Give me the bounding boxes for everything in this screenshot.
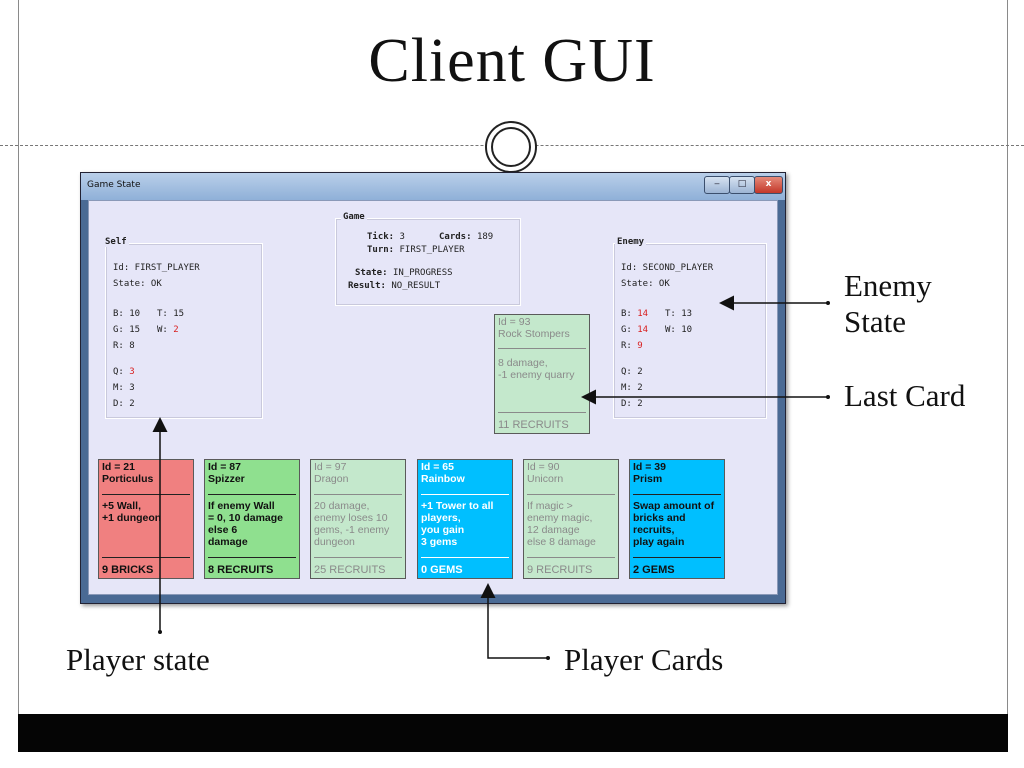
card-description: If enemy Wall = 0, 10 damage else 6 dama… xyxy=(208,500,284,548)
game-cards: Cards: 189 xyxy=(439,232,494,242)
enemy-recruits: R: 9 xyxy=(621,341,643,351)
card-cost: 8 RECRUITS xyxy=(208,564,274,576)
card-id: Id = 90 xyxy=(527,461,560,473)
game-tick: Tick: 3 xyxy=(367,232,405,242)
enemy-groupbox xyxy=(613,243,767,419)
card-description: 20 damage, enemy loses 10 gems, -1 enemy… xyxy=(314,500,390,548)
card-separator xyxy=(527,494,615,495)
card-id: Id = 87 xyxy=(208,461,241,473)
annotation-player-cards: Player Cards xyxy=(564,642,724,677)
card-description: +1 Tower to all players, you gain 3 gems xyxy=(421,500,494,548)
enemy-label: Enemy xyxy=(615,237,647,247)
card-separator xyxy=(421,494,509,495)
ring-ornament-icon xyxy=(485,121,537,173)
window-titlebar[interactable]: Game State ‒ □ x xyxy=(81,173,785,200)
player-state-arrow-dot xyxy=(158,630,162,634)
card-description: +5 Wall, +1 dungeon xyxy=(102,500,162,524)
card-id: Id = 65 xyxy=(421,461,454,473)
last-card: Id = 93 Rock Stompers 8 damage, -1 enemy… xyxy=(494,314,590,434)
self-state: State: OK xyxy=(113,279,162,289)
self-wall: W: 2 xyxy=(157,325,179,335)
card-name: Prism xyxy=(633,473,663,485)
card-name: Unicorn xyxy=(527,473,564,485)
enemy-tower: T: 13 xyxy=(665,309,693,319)
card-id: Id = 21 xyxy=(102,461,135,473)
enemy-quarry: Q: 2 xyxy=(621,367,643,377)
player-card-2[interactable]: Id = 87 Spizzer If enemy Wall = 0, 10 da… xyxy=(204,459,300,579)
card-separator xyxy=(498,412,586,413)
card-name: Dragon xyxy=(314,473,349,485)
slide-title: Client GUI xyxy=(368,27,656,95)
annotation-player-state: Player state xyxy=(66,642,210,677)
self-gems: G: 15 xyxy=(113,325,141,335)
card-separator xyxy=(102,494,190,495)
card-cost: 9 RECRUITS xyxy=(527,564,593,576)
game-turn: Turn: FIRST_PLAYER xyxy=(367,245,465,255)
enemy-dungeon: D: 2 xyxy=(621,399,643,409)
card-cost: 25 RECRUITS xyxy=(314,564,386,576)
self-quarry: Q: 3 xyxy=(113,367,135,377)
enemy-bricks: B: 14 xyxy=(621,309,649,319)
card-name: Porticulus xyxy=(102,473,154,485)
player-card-5[interactable]: Id = 90 Unicorn If magic > enemy magic, … xyxy=(523,459,619,579)
card-description: 8 damage, -1 enemy quarry xyxy=(498,357,575,381)
card-description: If magic > enemy magic, 12 damage else 8… xyxy=(527,500,596,548)
card-separator xyxy=(208,557,296,558)
card-separator xyxy=(527,557,615,558)
enemy-magic: M: 2 xyxy=(621,383,643,393)
self-tower: T: 15 xyxy=(157,309,185,319)
card-cost: 9 BRICKS xyxy=(102,564,154,576)
card-name: Rock Stompers xyxy=(498,328,570,340)
game-state-window: Game State ‒ □ x Self Id: FIRST_PLAYER S… xyxy=(80,172,786,604)
card-name: Rainbow xyxy=(421,473,465,485)
annotation-enemy-state: Enemy State xyxy=(844,268,932,339)
card-description: Swap amount of bricks and recruits, play… xyxy=(633,500,715,548)
player-cards-arrow-dot xyxy=(546,656,550,660)
player-card-3[interactable]: Id = 97 Dragon 20 damage, enemy loses 10… xyxy=(310,459,406,579)
player-card-1[interactable]: Id = 21 Porticulus +5 Wall, +1 dungeon 9… xyxy=(98,459,194,579)
card-separator xyxy=(633,494,721,495)
card-separator xyxy=(208,494,296,495)
card-name: Spizzer xyxy=(208,473,245,485)
self-recruits: R: 8 xyxy=(113,341,135,351)
player-cards-arrow xyxy=(480,583,548,659)
enemy-state-arrow-dot xyxy=(826,301,830,305)
self-label: Self xyxy=(103,237,129,247)
card-cost: 11 RECRUITS xyxy=(498,419,569,431)
card-id: Id = 93 xyxy=(498,316,531,328)
enemy-state: State: OK xyxy=(621,279,670,289)
game-label: Game xyxy=(341,212,367,222)
self-dungeon: D: 2 xyxy=(113,399,135,409)
card-separator xyxy=(314,557,402,558)
close-button[interactable]: x xyxy=(754,176,783,194)
self-bricks: B: 10 xyxy=(113,309,141,319)
slide-footer-bar xyxy=(18,714,1008,752)
self-magic: M: 3 xyxy=(113,383,135,393)
enemy-id: Id: SECOND_PLAYER xyxy=(621,263,714,273)
game-state: State: IN_PROGRESS xyxy=(355,268,453,278)
card-cost: 2 GEMS xyxy=(633,564,675,576)
annotation-last-card: Last Card xyxy=(844,378,966,413)
card-separator xyxy=(633,557,721,558)
card-separator xyxy=(421,557,509,558)
player-card-4[interactable]: Id = 65 Rainbow +1 Tower to all players,… xyxy=(417,459,513,579)
card-cost: 0 GEMS xyxy=(421,564,463,576)
enemy-wall: W: 10 xyxy=(665,325,693,335)
self-id: Id: FIRST_PLAYER xyxy=(113,263,200,273)
card-separator xyxy=(314,494,402,495)
last-card-arrow-dot xyxy=(826,395,830,399)
card-separator xyxy=(102,557,190,558)
game-groupbox xyxy=(335,218,521,306)
card-separator xyxy=(498,348,586,349)
window-title: Game State xyxy=(87,180,141,190)
enemy-gems: G: 14 xyxy=(621,325,649,335)
player-card-6[interactable]: Id = 39 Prism Swap amount of bricks and … xyxy=(629,459,725,579)
window-client-area: Self Id: FIRST_PLAYER State: OK B: 10 T:… xyxy=(88,200,778,595)
card-id: Id = 97 xyxy=(314,461,347,473)
card-id: Id = 39 xyxy=(633,461,666,473)
game-result: Result: NO_RESULT xyxy=(348,281,441,291)
self-groupbox xyxy=(105,243,263,419)
